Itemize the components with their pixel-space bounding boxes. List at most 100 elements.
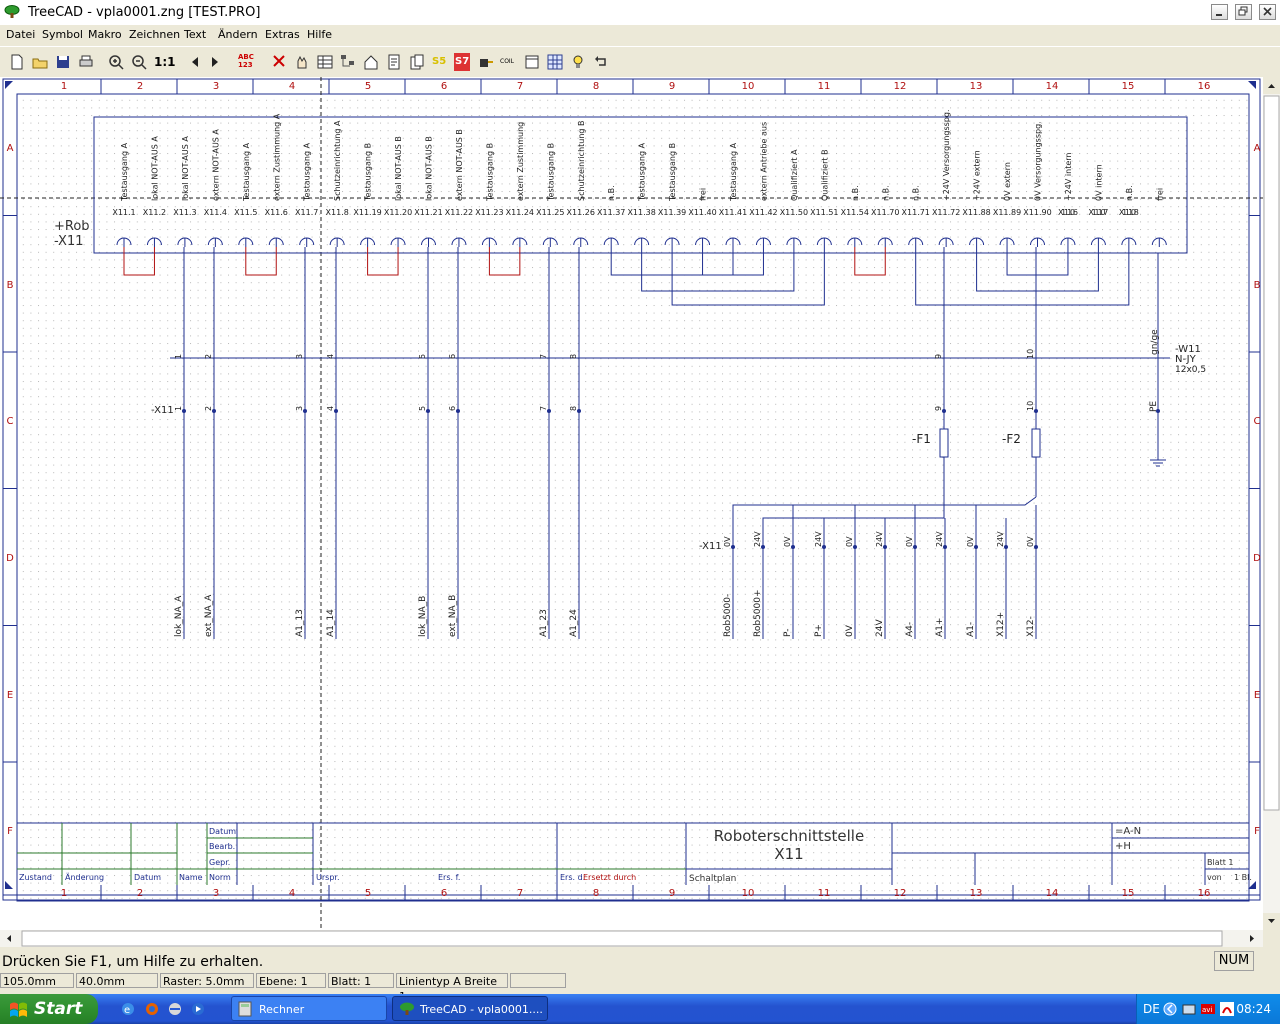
column-number-top: 11 <box>818 81 831 92</box>
cable-core-number: 9 <box>934 354 943 359</box>
side-terminal-dot <box>1004 545 1008 549</box>
menu-zeichnen[interactable]: Zeichnen <box>129 28 181 41</box>
antivirus-icon[interactable]: avi <box>1200 1001 1216 1017</box>
terminal-id: X11.39 <box>658 208 686 217</box>
terminal-id: X11.37 <box>597 208 625 217</box>
bus-0v <box>732 496 1037 547</box>
zoom-in-icon[interactable] <box>107 53 125 71</box>
frame-corner-mark <box>5 81 13 89</box>
column-number-bottom: 8 <box>593 888 599 899</box>
row-letter-left: A <box>7 143 14 154</box>
menu-text[interactable]: Text <box>184 28 207 41</box>
x-coordinate: 105.0mm <box>0 973 74 988</box>
terminal-label: Testausgang A <box>242 142 251 202</box>
menu-hilfe[interactable]: Hilfe <box>307 28 333 41</box>
abc-text-icon[interactable]: ABC 123 <box>238 53 254 69</box>
open-folder-icon[interactable] <box>31 53 49 71</box>
linetype-value: Linientyp A Breite 1 <box>396 973 508 1003</box>
tb-datum: Datum <box>209 827 236 836</box>
side-terminal-label: 0V <box>966 536 975 547</box>
zoom-out-icon[interactable] <box>130 53 148 71</box>
column-number-bottom: 6 <box>441 888 447 899</box>
terminal-label: 0V extern <box>1003 162 1012 201</box>
s5-button[interactable]: S5 <box>432 56 447 67</box>
lightbulb-icon[interactable] <box>569 53 587 71</box>
acrobat-icon[interactable] <box>1219 1001 1235 1017</box>
next-arrow-icon[interactable] <box>206 53 224 71</box>
menu-makro[interactable]: Makro <box>88 28 122 41</box>
calculator-icon <box>238 1001 252 1017</box>
side-signal-label: 24V <box>875 619 885 637</box>
terminal-label: n.B. <box>912 185 921 201</box>
copy-document-icon[interactable] <box>408 53 426 71</box>
cable-core-number: 8 <box>569 354 578 359</box>
start-label: Start <box>34 999 83 1019</box>
tray-collapse-icon[interactable] <box>1162 1001 1178 1017</box>
row-letter-left: D <box>6 553 14 564</box>
vertical-scrollbar[interactable] <box>1263 77 1280 930</box>
terminal-id: X11.19 <box>353 208 381 217</box>
windows-logo-icon <box>10 1002 27 1017</box>
terminal-label: Testausgang A <box>729 142 738 202</box>
terminal-id: X11.2 <box>143 208 166 217</box>
grid-icon[interactable] <box>546 53 564 71</box>
tb-ersetzt: Ersetzt durch <box>583 873 636 882</box>
side-terminal-label: 24V <box>875 531 884 547</box>
language-indicator[interactable]: DE <box>1143 1002 1160 1016</box>
schematic-sheet[interactable]: 1122334455667788991010111112121313141415… <box>0 77 1263 930</box>
close-button[interactable] <box>1259 4 1276 20</box>
previous-arrow-icon[interactable] <box>186 53 204 71</box>
menu-aendern[interactable]: Ändern <box>218 28 258 41</box>
side-signal-label: X12+ <box>996 612 1006 637</box>
start-button[interactable]: Start <box>0 994 98 1024</box>
terminal-id: X11.6 <box>265 208 288 217</box>
print-icon[interactable] <box>77 53 95 71</box>
x11-lower-terminal-number: 10 <box>1026 401 1035 411</box>
network-icon[interactable] <box>1181 1001 1197 1017</box>
system-tray: DE avi 08:24 <box>1136 994 1280 1024</box>
restore-button[interactable] <box>1235 4 1252 20</box>
firefox-icon[interactable] <box>144 1001 160 1017</box>
horizontal-scrollbar[interactable] <box>0 930 1263 947</box>
task-treecad[interactable]: TreeCAD - vpla0001.... <box>392 996 548 1021</box>
tree-structure-icon[interactable] <box>339 53 357 71</box>
s7-button[interactable]: S7 <box>454 53 471 71</box>
plug-icon[interactable] <box>477 53 495 71</box>
menu-symbol[interactable]: Symbol <box>42 28 83 41</box>
minimize-icon <box>1216 14 1222 16</box>
zoom-1-1-button[interactable]: 1:1 <box>154 55 176 69</box>
hand-icon[interactable] <box>293 53 311 71</box>
column-number-top: 16 <box>1198 81 1211 92</box>
save-icon[interactable] <box>54 53 72 71</box>
cable-type: N-JY <box>1175 354 1197 365</box>
home-icon[interactable] <box>362 53 380 71</box>
window-list-icon[interactable] <box>523 53 541 71</box>
ie-icon[interactable]: e <box>120 1001 136 1017</box>
menu-datei[interactable]: Datei <box>6 28 36 41</box>
row-letter-right: F <box>1254 826 1260 837</box>
media-player-icon[interactable] <box>190 1001 206 1017</box>
coil-button[interactable]: COIL <box>500 58 515 65</box>
terminal-label: Testausgang B <box>364 143 373 202</box>
x11-lower-terminal-number: 8 <box>569 406 578 411</box>
column-number-bottom: 9 <box>669 888 675 899</box>
x11-lower-terminal-dot <box>456 409 460 413</box>
tb-norm: Norm <box>209 873 231 882</box>
task-rechner-label: Rechner <box>259 1003 305 1016</box>
outlook-icon[interactable] <box>167 1001 183 1017</box>
side-signal-label: 0V <box>845 624 855 637</box>
menu-extras[interactable]: Extras <box>265 28 300 41</box>
undo-arrow-icon[interactable] <box>592 53 610 71</box>
minimize-button[interactable] <box>1211 4 1228 20</box>
terminal-label: Schutzeinrichtung A <box>333 120 342 201</box>
scissors-icon[interactable] <box>270 53 288 71</box>
terminal-id: X11.22 <box>445 208 473 217</box>
row-letter-left: F <box>7 826 13 837</box>
new-file-icon[interactable] <box>8 53 26 71</box>
column-number-top: 5 <box>365 81 371 92</box>
document-icon[interactable] <box>385 53 403 71</box>
task-rechner[interactable]: Rechner <box>231 996 387 1021</box>
row-letter-right: C <box>1254 416 1261 427</box>
table-icon[interactable] <box>316 53 334 71</box>
